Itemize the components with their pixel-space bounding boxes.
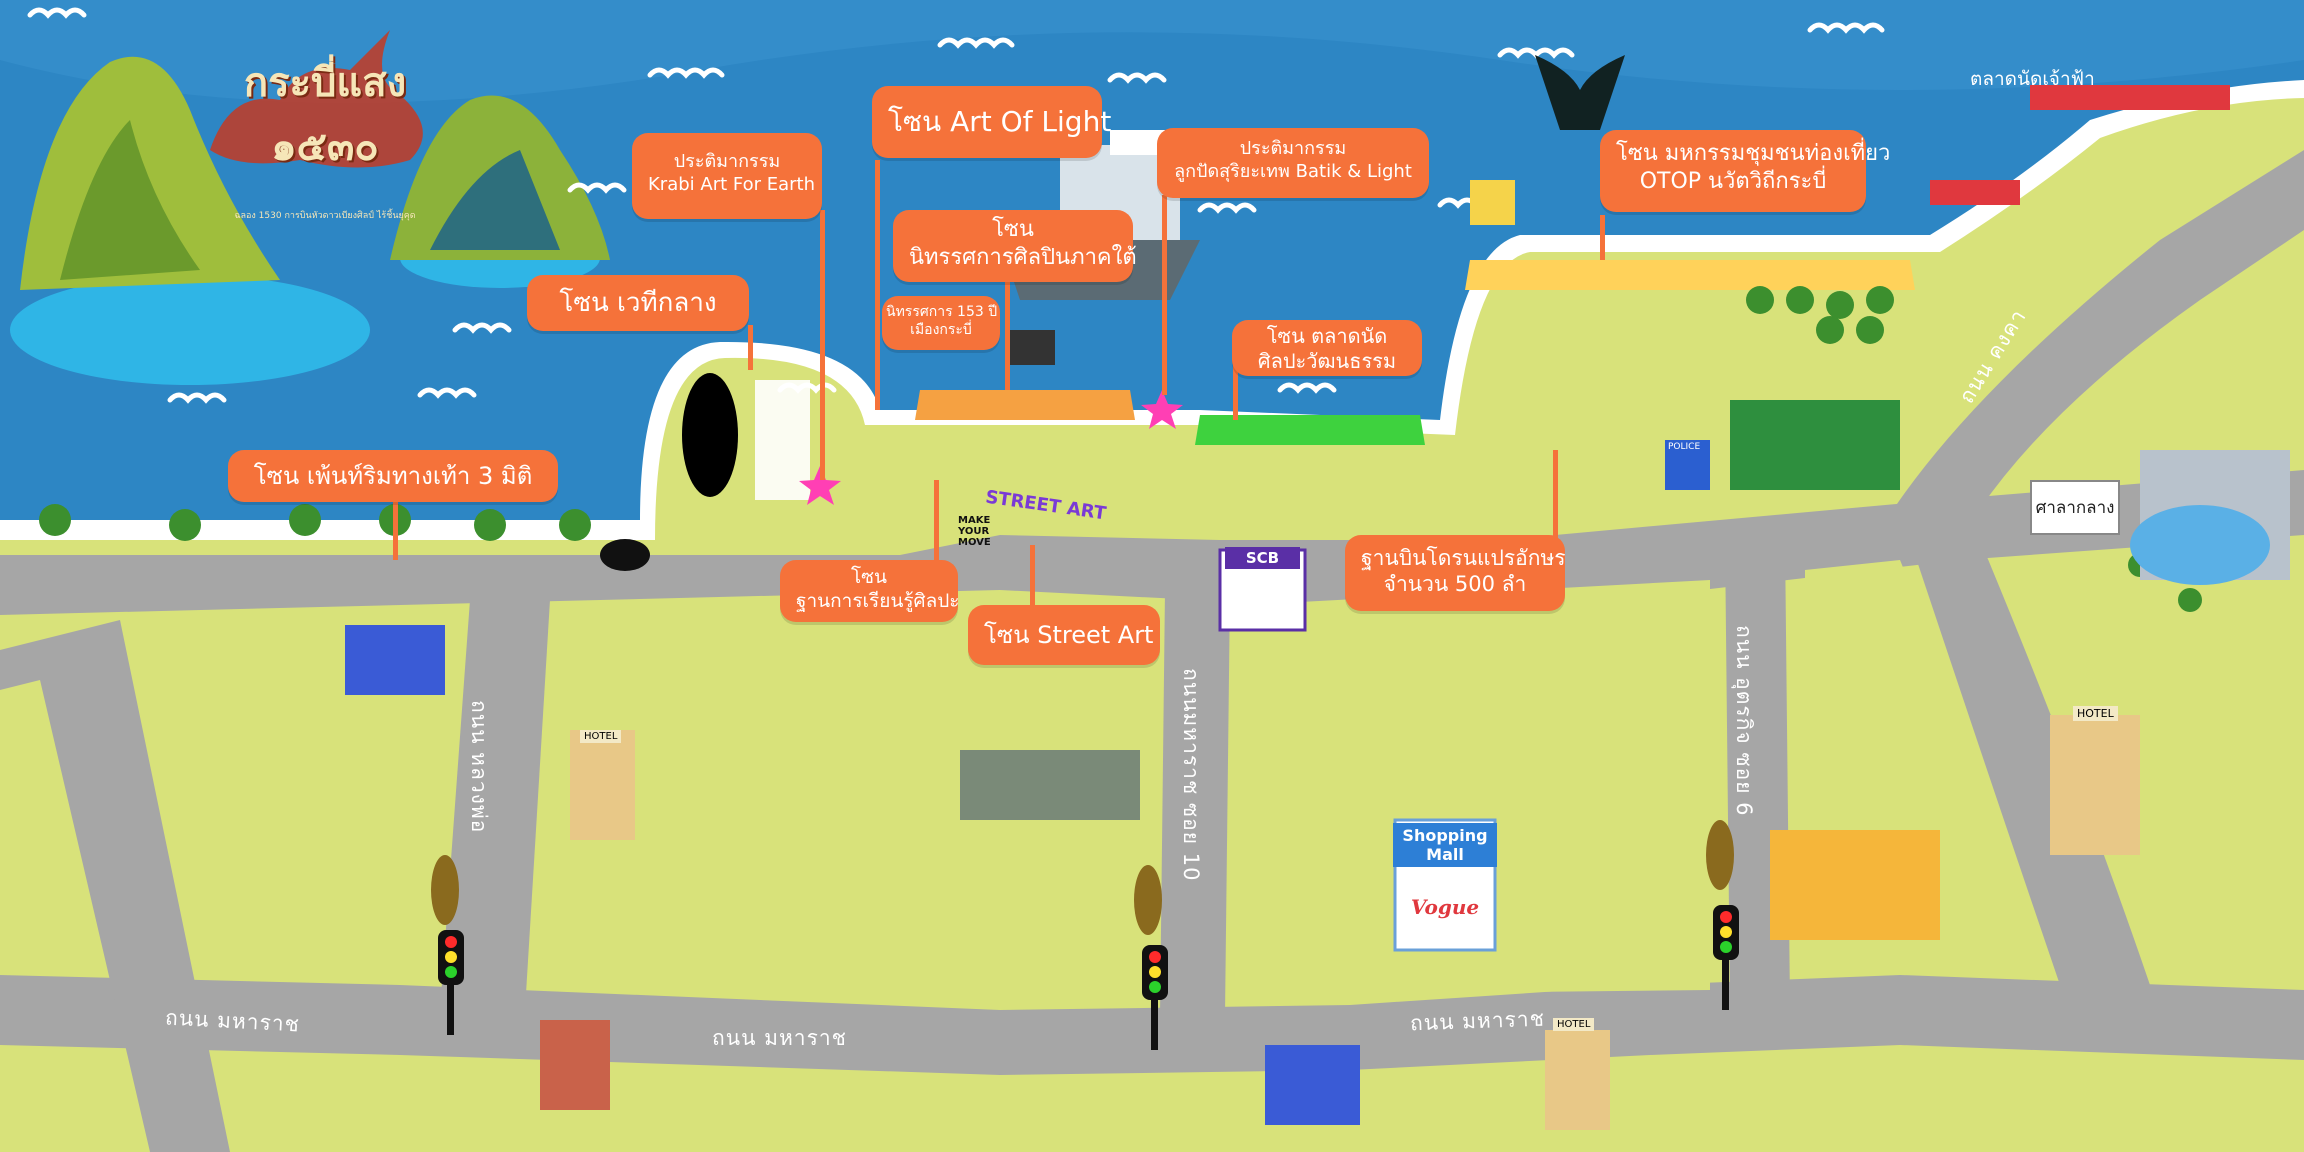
make-your-move-tag: MAKE YOUR MOVE [958,515,991,548]
pin-street-art [1030,545,1035,610]
zone-culture-market[interactable]: โซน ตลาดนัด ศิลปะวัฒนธรรม [1232,320,1422,376]
logo-title: กระบี่แสง ๑๕๓๐ [243,59,407,170]
pin-stage [748,325,753,370]
zone-batik-light[interactable]: ประติมากรรม ลูกปัดสุริยะเทพ Batik & Ligh… [1157,128,1429,198]
road-maharat-soi-10: ถนนมหาราช ซอย 10 [1179,668,1203,882]
zone-batik-light-line1: ประติมากรรม [1239,138,1347,159]
zone-central-stage[interactable]: โซน เวทีกลาง [527,275,749,331]
zone-krabi-art-line2: Krabi Art For Earth [648,173,815,195]
road-luang-pho: ถนน หลวงพ่อ [467,700,491,834]
zone-street-art[interactable]: โซน Street Art [968,605,1160,665]
star-markers [799,390,1183,505]
pin-krabi-art [820,210,825,480]
shopping-mall-label: Shopping Mall [1393,823,1497,867]
pin-southern-art [1005,270,1010,390]
zone-drone-base-line2: จำนวน 500 ลำ [1383,572,1527,597]
zone-southern-art-line1: โซน [992,217,1034,242]
market-tents [915,85,2230,445]
zone-art-of-light-label: โซน Art Of Light [888,105,1112,138]
zone-exhibition-153[interactable]: นิทรรศการ 153 ปี เมืองกระบี่ [882,296,1000,350]
zone-culture-market-line2: ศิลปะวัฒนธรรม [1257,349,1397,373]
police-sign: POLICE [1668,442,1701,452]
crab-icon [600,539,650,571]
hotel-sign-right: HOTEL [2073,706,2118,721]
zone-southern-art[interactable]: โซน นิทรรศการศิลปินภาคใต้ [893,210,1137,282]
pin-art-of-light [875,160,880,410]
zone-art-of-light[interactable]: โซน Art Of Light [872,86,1112,158]
zone-art-learning-line1: โซน [850,566,888,588]
zone-art-learning-line2: ฐานการเรียนรู้ศิลปะ [796,589,960,612]
road-maharat-left: ถนน มหาราช [164,1005,301,1037]
grass-blocks [140,540,2304,995]
road-maharat-center: ถนน มหาราช [712,1026,847,1050]
city-hall-label: ศาลากลาง [2035,498,2115,518]
traffic-lights [438,905,1739,1050]
vogue-label: Vogue [1410,895,1480,919]
scb-building[interactable]: SCB [1225,547,1300,569]
zone-exhibition-153-line2: เมืองกระบี่ [910,321,972,338]
zone-central-stage-label: โซน เวทีกลาง [559,288,717,318]
zone-batik-light-line2: ลูกปัดสุริยะเทพ Batik & Light [1174,160,1412,182]
logo-graphic [210,30,423,168]
pin-walkway [393,500,398,560]
whale-tail-icon [1535,55,1625,130]
hotel-sign-bottom: HOTEL [1553,1018,1595,1031]
pin-drone [1553,450,1558,540]
logo: กระบี่แสง ๑๕๓๐ ฉลอง 1530 การบินหัวดาวเบี… [205,50,445,222]
waves [27,7,1885,404]
zone-drone-base-line1: ฐานบินโดรนแปรอักษร [1361,546,1566,570]
central-stage-area [682,373,810,500]
zone-art-learning[interactable]: โซน ฐานการเรียนรู้ศิลปะ [780,560,960,622]
road-utarakit-soi-6: ถนน อุตรกิจ ซอย 6 [1732,625,1756,817]
zone-culture-market-line1: โซน ตลาดนัด [1266,324,1388,348]
pin-batik [1162,195,1167,395]
hominid-statues [431,820,1734,935]
hotel-sign-left: HOTEL [580,730,622,743]
zone-southern-art-line2: นิทรรศการศิลปินภาคใต้ [909,244,1137,270]
pin-culture-market [1233,355,1238,420]
city-hall-sign[interactable]: ศาลากลาง [2030,480,2120,535]
zone-walkway-3d[interactable]: โซน เพ้นท์ริมทางเท้า 3 มิติ [228,450,558,502]
zone-drone-base[interactable]: ฐานบินโดรนแปรอักษร จำนวน 500 ลำ [1345,535,1566,611]
pin-otop [1600,215,1605,260]
islands [10,56,610,385]
shopping-mall[interactable]: Shopping Mall Vogue [1393,823,1497,919]
zone-krabi-art-line1: ประติมากรรม [673,151,781,172]
pin-learning [934,480,939,560]
zone-exhibition-153-line1: นิทรรศการ 153 ปี [886,304,998,320]
road-maharat-right: ถนน มหาราช [1409,1006,1546,1036]
zone-street-art-label: โซน Street Art [984,621,1154,649]
zone-walkway-3d-label: โซน เพ้นท์ริมทางเท้า 3 มิติ [253,462,533,490]
zone-otop-line1: โซน มหกรรมชุมชนท่องเที่ยว [1616,141,1891,166]
zone-otop-line2: OTOP นวัตวิถีกระบี่ [1639,168,1827,194]
zone-otop[interactable]: โซน มหกรรมชุมชนท่องเที่ยว OTOP นวัตวิถีก… [1600,130,1891,212]
buildings [345,180,2290,1130]
chaofa-market-label: ตลาดนัดเจ้าฟ้า [1970,68,2095,90]
logo-subtitle: ฉลอง 1530 การบินหัวดาวเบียงศิลป์ ไร้ชิ้น… [234,211,416,221]
scb-label: SCB [1245,549,1280,567]
zone-krabi-art[interactable]: ประติมากรรม Krabi Art For Earth [632,133,822,219]
